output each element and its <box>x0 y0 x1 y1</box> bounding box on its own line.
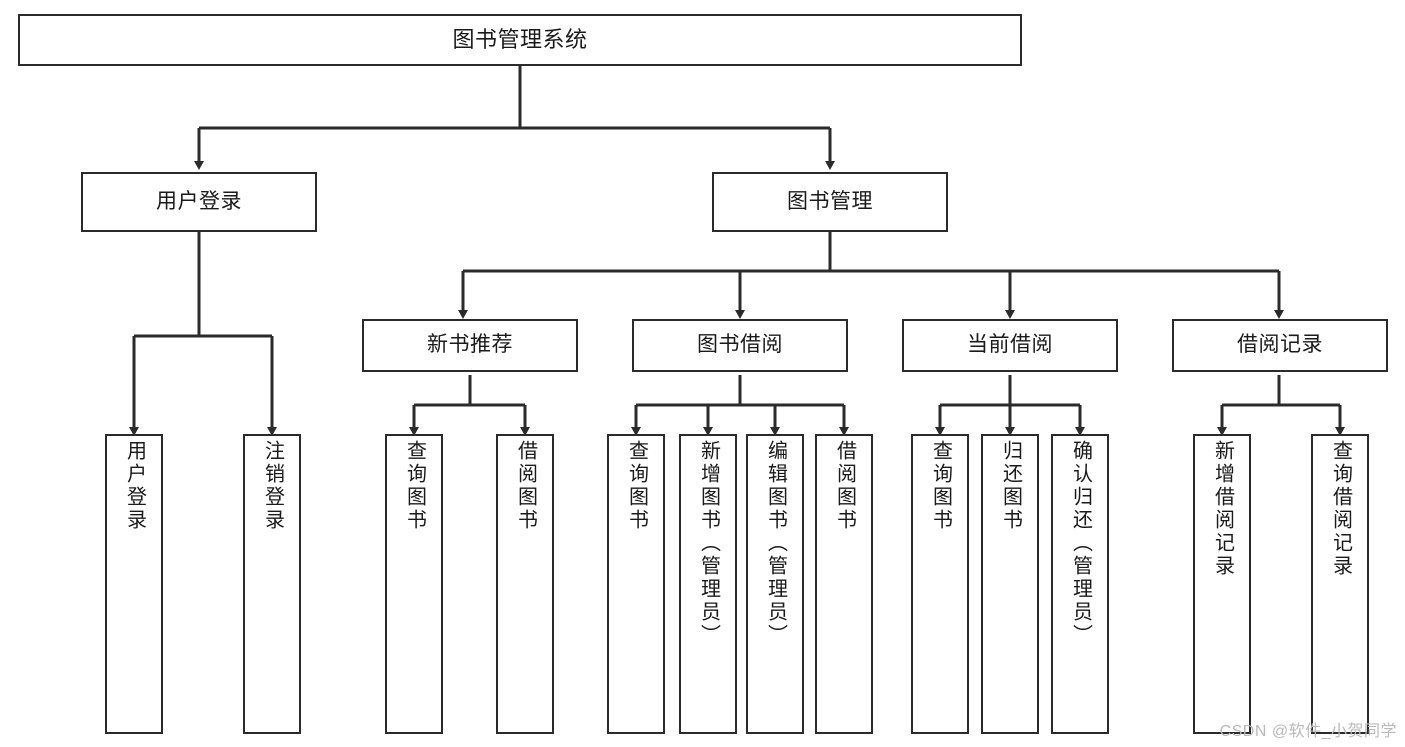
node-label: 查询图书 <box>625 440 648 532</box>
node-label: 图书管理 <box>787 189 873 213</box>
node-label: 图书借阅 <box>697 333 783 357</box>
node-new-book-recommend[interactable]: 新书推荐 <box>362 319 578 372</box>
node-book-borrow[interactable]: 图书借阅 <box>632 319 848 372</box>
node-leaf-query-book-recommend[interactable]: 查询图书 <box>385 434 443 734</box>
node-leaf-borrow-book-recommend[interactable]: 借阅图书 <box>496 434 554 734</box>
csdn-watermark: CSDN @软件_小贺同学 <box>1219 723 1397 740</box>
edge-group-book-management <box>458 232 1284 319</box>
edge-group-new-book-recommend <box>409 375 530 436</box>
edge-group-borrow-record <box>1217 375 1345 436</box>
node-label: 新增图书（管理员） <box>697 440 720 647</box>
node-book-management[interactable]: 图书管理 <box>712 172 948 232</box>
node-leaf-borrow-book-borrow[interactable]: 借阅图书 <box>815 434 873 734</box>
edge-group-book-borrow <box>631 375 849 436</box>
node-borrow-record[interactable]: 借阅记录 <box>1172 319 1388 372</box>
edge-group-root <box>194 66 835 170</box>
node-label: 编辑图书（管理员） <box>764 440 787 647</box>
node-label: 用户登录 <box>123 440 146 532</box>
node-label: 图书管理系统 <box>452 27 588 53</box>
edge-group-current-borrow <box>935 375 1085 436</box>
node-label: 新书推荐 <box>427 333 513 357</box>
node-leaf-user-login[interactable]: 用户登录 <box>105 434 163 734</box>
node-current-borrow[interactable]: 当前借阅 <box>902 319 1118 372</box>
node-label: 查询图书 <box>403 440 426 532</box>
node-leaf-add-book-admin[interactable]: 新增图书（管理员） <box>679 434 737 734</box>
node-label: 查询图书 <box>929 440 952 532</box>
edge-group-user-login <box>129 232 277 436</box>
node-label: 借阅图书 <box>514 440 537 532</box>
node-label: 当前借阅 <box>967 333 1053 357</box>
node-label: 新增借阅记录 <box>1211 440 1234 578</box>
node-leaf-return-book[interactable]: 归还图书 <box>981 434 1039 734</box>
node-leaf-confirm-return-admin[interactable]: 确认归还（管理员） <box>1051 434 1109 734</box>
node-root-book-management-system[interactable]: 图书管理系统 <box>18 14 1022 66</box>
node-leaf-add-borrow-record[interactable]: 新增借阅记录 <box>1193 434 1251 734</box>
node-leaf-edit-book-admin[interactable]: 编辑图书（管理员） <box>746 434 804 734</box>
node-leaf-query-borrow-record[interactable]: 查询借阅记录 <box>1311 434 1369 734</box>
node-leaf-query-book-borrow[interactable]: 查询图书 <box>607 434 665 734</box>
node-label: 注销登录 <box>261 440 284 532</box>
node-leaf-logout-login[interactable]: 注销登录 <box>243 434 301 734</box>
node-label: 借阅图书 <box>833 440 856 532</box>
node-leaf-query-book-current[interactable]: 查询图书 <box>911 434 969 734</box>
node-user-login[interactable]: 用户登录 <box>81 172 317 232</box>
node-label: 归还图书 <box>999 440 1022 532</box>
node-label: 用户登录 <box>156 189 242 213</box>
node-label: 借阅记录 <box>1237 333 1323 357</box>
node-label: 确认归还（管理员） <box>1069 440 1092 647</box>
node-label: 查询借阅记录 <box>1329 440 1352 578</box>
